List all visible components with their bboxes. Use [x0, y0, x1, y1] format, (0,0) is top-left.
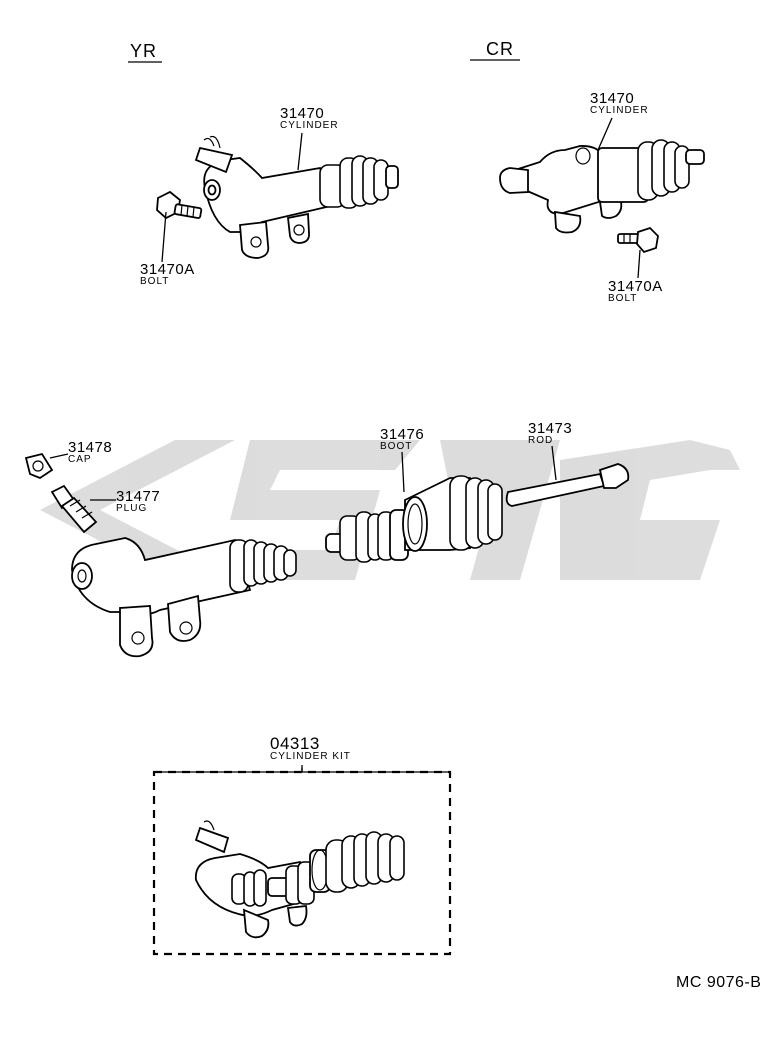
part-name: BOLT [140, 276, 170, 287]
part-number: 31478 [68, 439, 113, 456]
part-number: 31477 [116, 488, 161, 505]
part-number: 31470A [140, 261, 195, 278]
rod-drawing [505, 445, 630, 507]
cr-cylinder-callout: 31470 CYLINDER [590, 91, 649, 116]
part-number: 31470A [608, 278, 663, 295]
exploded-cylinder-drawing [71, 537, 297, 658]
boot-callout: 31476 BOOT [380, 427, 424, 452]
part-name: CAP [68, 454, 92, 465]
part-name: CYLINDER KIT [270, 751, 351, 762]
part-number: 31476 [380, 426, 425, 443]
part-number: 04313 [270, 734, 320, 753]
cr-cylinder-drawing [499, 117, 705, 234]
cr-bolt-callout: 31470A BOLT [608, 279, 663, 304]
diagram-code: MC 9076-B [676, 974, 762, 991]
part-name: BOOT [380, 441, 413, 452]
boot-drawing [401, 451, 503, 552]
part-name: BOLT [608, 293, 638, 304]
part-number: 31473 [528, 420, 573, 437]
part-number: 31470 [280, 105, 325, 122]
plug-drawing [50, 484, 116, 534]
cylinder-kit-box [152, 768, 452, 956]
kit-cylinder-drawing [194, 765, 405, 939]
plug-callout: 31477 PLUG [116, 489, 160, 514]
yr-cylinder-drawing [194, 132, 399, 259]
part-name: CYLINDER [590, 105, 649, 116]
rod-callout: 31473 ROD [528, 421, 572, 446]
cap-callout: 31478 CAP [68, 440, 112, 465]
section-cr-heading: CR [486, 39, 514, 59]
section-yr-heading: YR [130, 41, 158, 61]
part-name: ROD [528, 435, 554, 446]
piston-drawing [325, 509, 409, 563]
part-number: 31470 [590, 90, 635, 107]
yr-bolt-callout: 31470A BOLT [140, 262, 195, 287]
part-name: CYLINDER [280, 120, 339, 131]
yr-cylinder-callout: 31470 CYLINDER [280, 106, 339, 131]
cylinder-kit-callout: 04313 CYLINDER KIT [270, 735, 351, 762]
part-name: PLUG [116, 503, 148, 514]
cap-drawing [24, 452, 69, 480]
cr-bolt-drawing [617, 226, 659, 279]
yr-bolt-drawing [156, 190, 203, 263]
